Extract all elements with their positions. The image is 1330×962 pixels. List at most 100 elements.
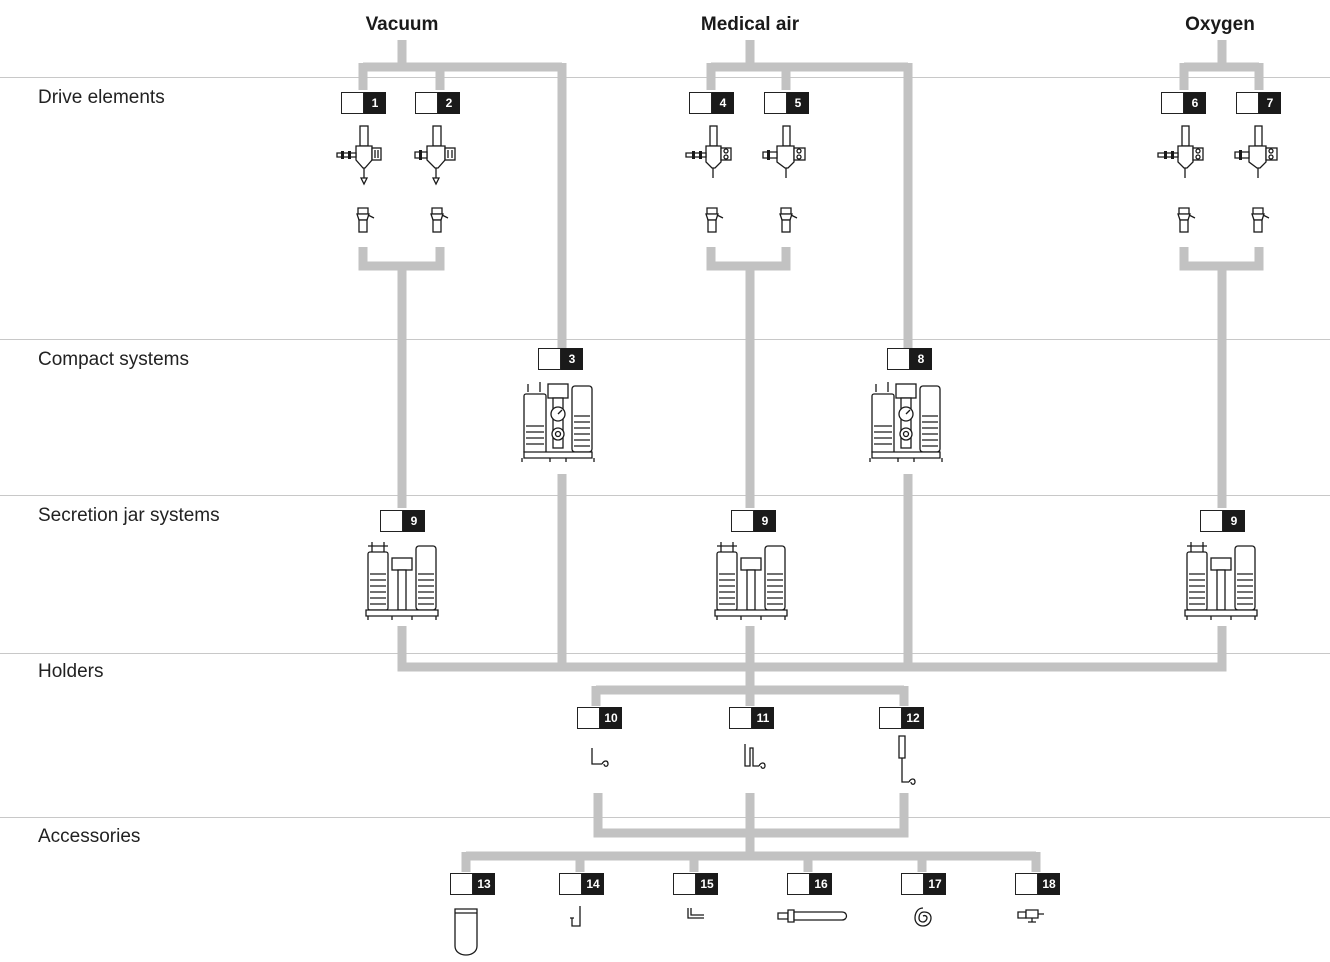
oxygen-adapter-icon <box>1177 207 1196 233</box>
vacuum-regulator-icon <box>336 125 382 186</box>
item-number-badge: 10 <box>600 707 622 729</box>
oxygen-regulator-icon <box>1234 125 1278 178</box>
checkbox-box[interactable] <box>689 92 712 114</box>
checkbox-box[interactable] <box>538 348 561 370</box>
checkbox-box[interactable] <box>1015 873 1038 895</box>
secretion-jar-system-icon <box>1184 542 1258 620</box>
row-label-secretion-jar-systems: Secretion jar systems <box>38 505 220 526</box>
column-heading-vacuum: Vacuum <box>365 14 439 35</box>
item-checkbox-16[interactable]: 16 <box>787 873 832 895</box>
holder-medium-icon <box>744 744 766 769</box>
item-checkbox-1[interactable]: 1 <box>341 92 386 114</box>
checkbox-box[interactable] <box>559 873 582 895</box>
item-number-badge: 16 <box>810 873 832 895</box>
item-checkbox-13[interactable]: 13 <box>450 873 495 895</box>
row-divider <box>0 339 1330 340</box>
vacuum-adapter-icon <box>356 207 375 233</box>
item-checkbox-9-oxygen[interactable]: 9 <box>1200 510 1245 532</box>
checkbox-box[interactable] <box>415 92 438 114</box>
item-checkbox-17[interactable]: 17 <box>901 873 946 895</box>
item-number-badge: 1 <box>364 92 386 114</box>
row-divider <box>0 495 1330 496</box>
oxygen-adapter-icon <box>1251 207 1270 233</box>
item-number-badge: 9 <box>754 510 776 532</box>
item-checkbox-18[interactable]: 18 <box>1015 873 1060 895</box>
item-number-badge: 9 <box>1223 510 1245 532</box>
item-number-badge: 15 <box>696 873 718 895</box>
checkbox-box[interactable] <box>787 873 810 895</box>
item-checkbox-10[interactable]: 10 <box>577 707 622 729</box>
checkbox-box[interactable] <box>1161 92 1184 114</box>
row-label-compact-systems: Compact systems <box>38 349 189 370</box>
item-checkbox-15[interactable]: 15 <box>673 873 718 895</box>
row-label-drive-elements: Drive elements <box>38 87 165 108</box>
row-label-accessories: Accessories <box>38 826 141 847</box>
item-number-badge: 6 <box>1184 92 1206 114</box>
row-label-holders: Holders <box>38 661 104 682</box>
vacuum-regulator-icon <box>414 125 456 186</box>
item-number-badge: 11 <box>752 707 774 729</box>
item-number-badge: 4 <box>712 92 734 114</box>
checkbox-box[interactable] <box>1200 510 1223 532</box>
item-checkbox-2[interactable]: 2 <box>415 92 460 114</box>
checkbox-box[interactable] <box>380 510 403 532</box>
checkbox-box[interactable] <box>879 707 902 729</box>
item-number-badge: 8 <box>910 348 932 370</box>
item-checkbox-7[interactable]: 7 <box>1236 92 1281 114</box>
item-number-badge: 17 <box>924 873 946 895</box>
medical-air-regulator-icon <box>762 125 806 178</box>
medical-air-adapter-icon <box>705 207 724 233</box>
medical-air-regulator-icon <box>685 125 732 178</box>
checkbox-box[interactable] <box>731 510 754 532</box>
secretion-jar-system-icon <box>714 542 788 620</box>
checkbox-box[interactable] <box>764 92 787 114</box>
checkbox-box[interactable] <box>450 873 473 895</box>
checkbox-box[interactable] <box>1236 92 1259 114</box>
item-checkbox-9-vacuum[interactable]: 9 <box>380 510 425 532</box>
secretion-jar-system-icon <box>365 542 439 620</box>
collection-cup-icon <box>454 908 478 956</box>
item-number-badge: 2 <box>438 92 460 114</box>
item-checkbox-8[interactable]: 8 <box>887 348 932 370</box>
checkbox-box[interactable] <box>729 707 752 729</box>
item-checkbox-11[interactable]: 11 <box>729 707 774 729</box>
item-number-badge: 5 <box>787 92 809 114</box>
hose-adapter-icon <box>777 909 848 923</box>
item-checkbox-9-medical-air[interactable]: 9 <box>731 510 776 532</box>
hook-holder-icon <box>570 906 581 927</box>
item-number-badge: 14 <box>582 873 604 895</box>
vacuum-adapter-icon <box>430 207 449 233</box>
item-number-badge: 3 <box>561 348 583 370</box>
tubing-coil-icon <box>914 907 932 927</box>
compact-system-icon <box>869 382 943 462</box>
row-divider <box>0 77 1330 78</box>
holder-short-icon <box>591 748 609 767</box>
medical-air-adapter-icon <box>779 207 798 233</box>
checkbox-box[interactable] <box>673 873 696 895</box>
item-number-badge: 13 <box>473 873 495 895</box>
angled-bracket-icon <box>687 908 704 919</box>
checkbox-box[interactable] <box>341 92 364 114</box>
item-checkbox-12[interactable]: 12 <box>879 707 924 729</box>
item-checkbox-3[interactable]: 3 <box>538 348 583 370</box>
item-checkbox-6[interactable]: 6 <box>1161 92 1206 114</box>
item-checkbox-4[interactable]: 4 <box>689 92 734 114</box>
oxygen-regulator-icon <box>1157 125 1204 178</box>
item-checkbox-14[interactable]: 14 <box>559 873 604 895</box>
compact-system-icon <box>521 382 595 462</box>
connector-valve-icon <box>1017 909 1044 923</box>
row-divider <box>0 653 1330 654</box>
item-number-badge: 7 <box>1259 92 1281 114</box>
item-number-badge: 12 <box>902 707 924 729</box>
item-checkbox-5[interactable]: 5 <box>764 92 809 114</box>
column-heading-oxygen: Oxygen <box>1185 14 1255 35</box>
row-divider <box>0 817 1330 818</box>
item-number-badge: 18 <box>1038 873 1060 895</box>
checkbox-box[interactable] <box>887 348 910 370</box>
checkbox-box[interactable] <box>901 873 924 895</box>
holder-long-icon <box>898 735 916 785</box>
checkbox-box[interactable] <box>577 707 600 729</box>
item-number-badge: 9 <box>403 510 425 532</box>
column-heading-medical-air: Medical air <box>700 14 800 35</box>
